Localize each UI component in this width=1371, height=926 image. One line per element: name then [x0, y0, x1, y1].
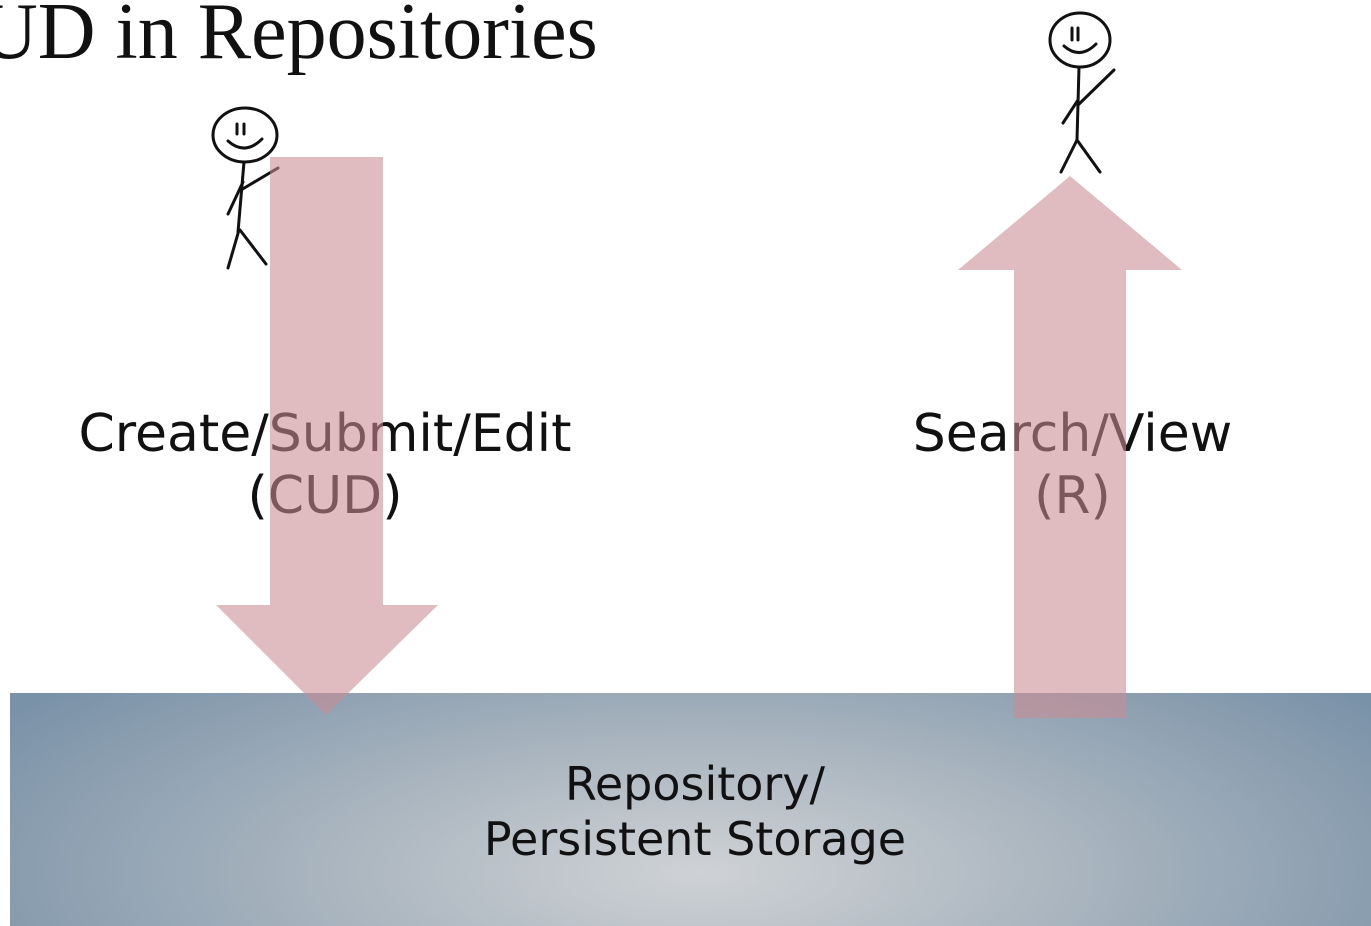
- repository-label-line2: Persistent Storage: [483, 812, 907, 867]
- repository-label-line1: Repository/: [564, 757, 826, 811]
- down-arrow-cud: [216, 157, 438, 715]
- viewer-stick-figure: [1048, 11, 1116, 174]
- repository-label: Repository/ Persistent Storage: [330, 757, 1060, 867]
- repository-storage-box: [10, 693, 1371, 926]
- up-arrow-read: [958, 176, 1182, 718]
- slide-title: UD in Repositories: [0, 0, 598, 76]
